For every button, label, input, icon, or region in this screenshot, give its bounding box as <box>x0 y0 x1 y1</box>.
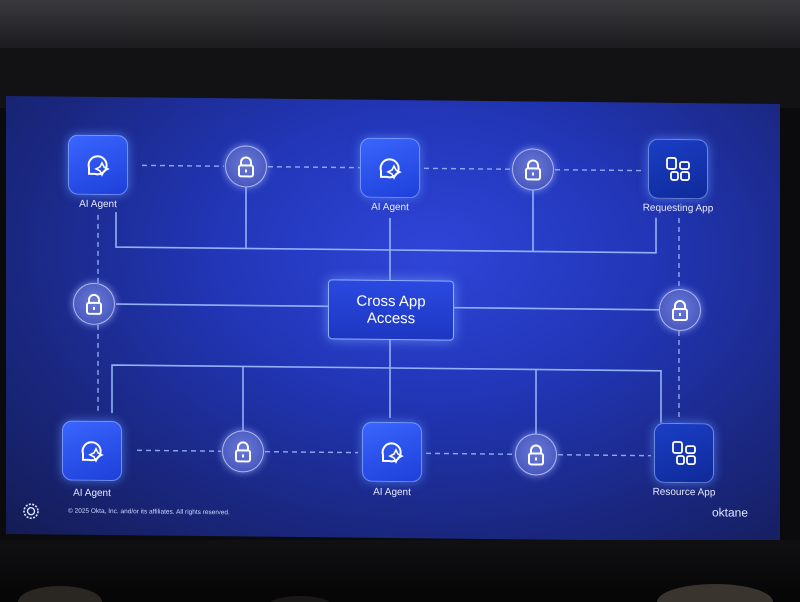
lock-node-top-right <box>512 148 554 191</box>
lock-icon <box>528 444 544 466</box>
node-label: Resource App <box>652 486 716 499</box>
okta-logo-icon <box>22 502 40 525</box>
ai-agent-node-bottom-left <box>62 420 122 482</box>
right-mid-line <box>452 306 660 311</box>
requesting-app-node <box>648 138 708 200</box>
node-label: AI Agent <box>79 198 117 211</box>
lock-icon <box>86 293 102 315</box>
lock-icon <box>525 159 541 181</box>
floor <box>0 540 800 602</box>
projection-screen: AI Agent AI Agent Requesting App AI Agen… <box>6 95 780 543</box>
connector-lines <box>97 164 680 457</box>
dash-tl-lock <box>142 164 224 167</box>
top-bus-line <box>115 212 657 254</box>
oktane-brand: oktane <box>712 505 749 520</box>
ai-agent-icon <box>81 441 104 463</box>
center-label: Cross App Access <box>356 292 426 328</box>
node-label: AI Agent <box>73 487 111 500</box>
bottom-bus-line <box>111 364 662 423</box>
lock-node-mid-right <box>659 288 701 332</box>
left-mid-line <box>116 303 328 308</box>
dash-bl-lock <box>137 449 221 452</box>
lock-node-top-left <box>225 145 267 188</box>
ai-agent-node-top-left <box>68 134 128 196</box>
ai-agent-icon <box>381 442 404 464</box>
ceiling <box>0 0 800 48</box>
node-label: AI Agent <box>371 201 409 214</box>
node-label: AI Agent <box>373 486 411 499</box>
ai-agent-icon <box>87 155 110 177</box>
app-grid-icon <box>672 441 696 466</box>
ai-agent-node-bottom-center <box>362 421 422 483</box>
lock-icon <box>672 300 688 322</box>
lock-node-bottom-left <box>222 430 264 473</box>
dash-lock-tr <box>555 168 644 172</box>
audience-silhouettes <box>18 584 773 602</box>
dash-tc-lock <box>424 167 511 170</box>
lock-icon <box>235 441 251 463</box>
ai-agent-node-top-center <box>360 137 420 199</box>
node-label: Requesting App <box>642 202 714 215</box>
lock-node-bottom-right <box>515 433 557 476</box>
cross-app-access-node: Cross App Access <box>328 279 454 341</box>
dash-bc-lock <box>426 452 514 455</box>
app-grid-icon <box>666 156 690 181</box>
ai-agent-icon <box>379 158 402 180</box>
lock-icon <box>238 156 254 178</box>
dash-lock-tc <box>268 165 360 169</box>
dash-lock-bc <box>265 450 358 454</box>
dash-lock-br <box>558 454 651 457</box>
resource-app-node <box>654 422 714 484</box>
lock-node-mid-left <box>73 282 115 326</box>
